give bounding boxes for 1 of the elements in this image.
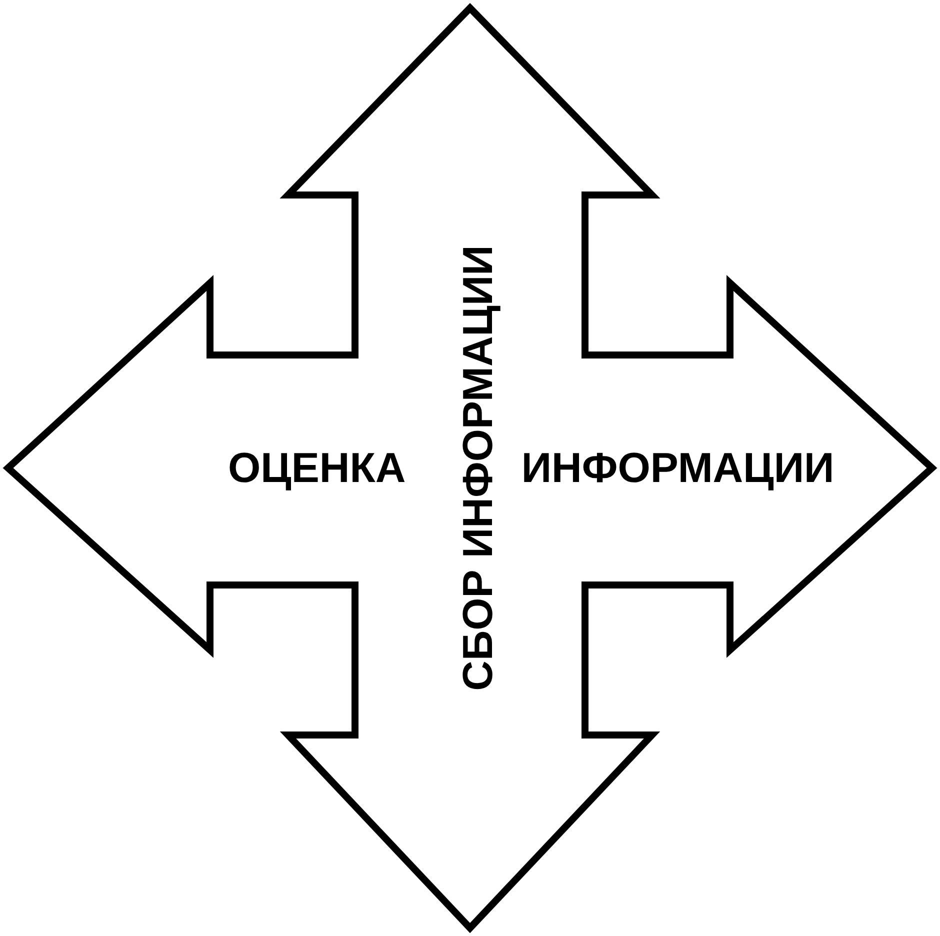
arrow-label: СБОР ИНФОРМАЦИИ	[457, 245, 499, 691]
